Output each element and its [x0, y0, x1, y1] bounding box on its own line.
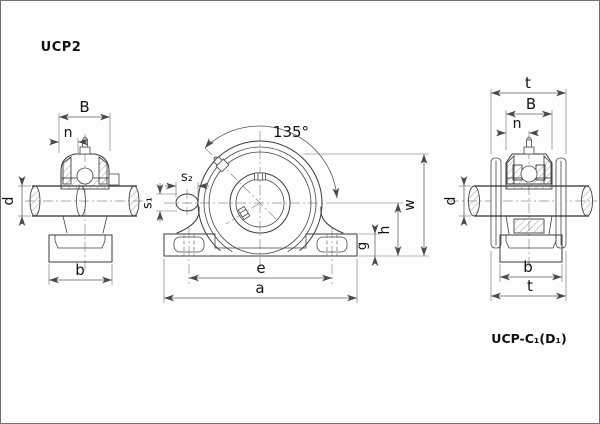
- dim-label-t-bottom-right: t: [527, 277, 533, 295]
- set-screw-boss: [108, 173, 120, 186]
- front-view: s₂ s₁ 135° e a g: [141, 123, 429, 303]
- right-view-base: [499, 234, 563, 263]
- dim-label-a: a: [255, 279, 264, 297]
- dim-label-b-left: b: [75, 261, 85, 279]
- bolt-recess-left: [173, 236, 205, 253]
- right-view-dimensions: t B n d b t: [443, 74, 567, 301]
- dim-label-w: w: [402, 199, 418, 210]
- dim-label-h: h: [377, 226, 393, 235]
- left-view-housing: [60, 153, 120, 234]
- front-view-set-screws: [237, 172, 266, 220]
- dim-label-s2: s₂: [181, 170, 193, 185]
- left-view-centerlines: [25, 134, 143, 271]
- series-title: UCP2: [41, 40, 82, 55]
- left-side-view: B n d b: [1, 98, 143, 285]
- dim-label-n-right: n: [513, 116, 522, 132]
- right-view-grease-fitting: [523, 136, 535, 155]
- bearing-ball: [520, 165, 538, 183]
- front-view-grease-nipple: [213, 156, 230, 173]
- left-view-dimensions: B n d b: [1, 98, 113, 285]
- bearing-ball: [76, 167, 94, 185]
- left-view-shaft: [29, 185, 140, 217]
- angle-dimension-arc: [204, 125, 338, 199]
- right-view-shaft: [468, 185, 593, 217]
- bolt-recess-right: [316, 236, 348, 253]
- dim-label-n-left: n: [64, 125, 73, 141]
- right-view-housing: [505, 153, 553, 235]
- dim-label-t-top-right: t: [525, 74, 531, 92]
- front-view-dimensions: s₂ s₁ 135° e a g: [141, 123, 429, 303]
- left-view-base: [48, 234, 113, 263]
- dim-label-d-right: d: [443, 197, 459, 206]
- dim-label-B-right: B: [526, 95, 536, 113]
- dim-label-d-left: d: [1, 197, 17, 206]
- dim-label-s1: s₁: [141, 197, 156, 209]
- grease-axis-centerline: [204, 147, 279, 222]
- dim-label-g: g: [355, 242, 370, 250]
- front-view-body-and-base: [163, 206, 358, 257]
- right-view-covers: [490, 157, 567, 249]
- dim-label-B-left: B: [79, 98, 89, 116]
- dim-label-e: e: [256, 259, 265, 277]
- dim-label-b-right: b: [523, 258, 533, 276]
- mounting-hole-slot-detail: [175, 193, 199, 212]
- variant-label: UCP-C₁(D₁): [491, 331, 566, 346]
- right-side-view: t B n d b t: [443, 74, 597, 301]
- angle-label: 135°: [273, 123, 309, 141]
